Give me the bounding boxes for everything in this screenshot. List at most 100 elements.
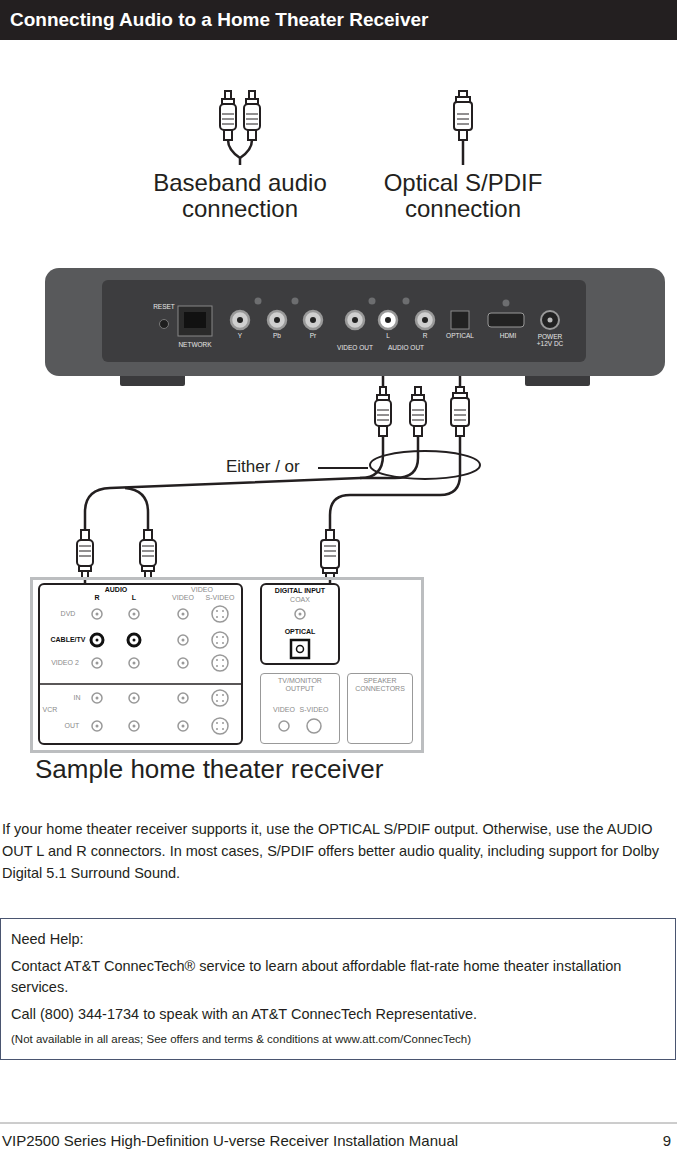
set-top-box [231,311,249,329]
set-top-box [379,311,397,329]
shape [222,728,224,730]
shape [410,400,426,426]
port-label: OUT [65,722,80,729]
shape [377,420,389,421]
help-text: Contact AT&T ConnecTech® service to lear… [11,956,665,997]
receiver-caption: Sample home theater receiver [35,756,383,782]
shape [92,609,102,619]
shape [459,130,467,140]
shape [295,609,305,619]
rca-plug [140,530,156,579]
shape [212,690,228,706]
cable-connector [85,376,383,583]
rca-plug [375,387,391,436]
shape [96,639,99,642]
cable-branches [125,436,418,530]
help-text: (Not available in all areas; See offers … [11,1031,665,1047]
shape [216,610,218,612]
shape [91,634,103,646]
shape [96,697,99,700]
port-label: Pr [310,333,317,340]
shape [454,415,466,416]
shape [178,609,188,619]
port-label: L [386,333,390,340]
shape [133,697,136,700]
top-icon-wires [228,140,240,165]
shape [92,721,102,731]
monitor-output-panel: TV/MONITOR OUTPUTVIDEOS-VIDEO [260,673,340,744]
set-top-box [292,298,299,305]
shape [79,546,91,547]
shape [133,662,136,665]
shape [454,102,472,130]
shape [244,104,260,130]
body-paragraph: If your home theater receiver supports i… [2,818,674,884]
shape [279,721,289,731]
shape [79,551,91,552]
port-label: HDMI [500,333,517,340]
shape [380,387,386,395]
connection-label: Baseband audio connection [130,170,350,222]
set-top-box [45,268,665,386]
port-label: OPTICAL [285,628,316,635]
shape [454,410,466,411]
shape [222,610,224,612]
set-top-box [237,317,243,323]
shape [379,426,387,436]
optical-plug [454,91,472,140]
shape [140,540,156,566]
shape [457,119,469,120]
shape [222,642,224,644]
shape [249,91,255,99]
port-label: IN [74,694,81,701]
shape [377,410,389,411]
set-top-box-panel: RESETNETWORKYPbPrVIDEO OUTLRAUDIO OUTOPT… [45,268,665,376]
rca-plug [220,91,236,140]
rca-plug [77,530,93,579]
shape [129,658,139,668]
shape [182,639,185,642]
set-top-box [45,268,665,376]
set-top-box [346,311,364,329]
shape [128,634,140,646]
shape [222,124,234,125]
leader-line [318,467,368,469]
set-top-box [310,317,316,323]
shape [178,721,188,731]
shape [216,636,218,638]
shape [79,556,91,557]
shape [133,639,136,642]
set-top-box [274,317,280,323]
shape [222,700,224,702]
port-label: S-VIDEO [300,706,329,713]
shape [246,119,258,120]
port-label: VIDEO 2 [51,659,79,666]
shape [216,659,218,661]
shape [182,725,185,728]
shape [326,530,334,540]
shape [133,613,136,616]
set-top-box [160,320,169,329]
shape [324,556,336,557]
speaker-panel: SPEAKER CONNECTORS [347,673,413,744]
shape [377,415,389,416]
set-top-box [304,311,322,329]
title-bar [0,0,677,40]
audio-video-panel: AUDIORLVIDEOVIDEOS-VIDEODVDCABLE/TVVIDEO… [38,583,243,745]
top-icon-wires [462,140,465,165]
shape [142,556,154,557]
port-label: CABLE/TV [51,636,86,643]
shape [216,728,218,730]
shape [212,632,228,648]
either-or-label: Either / or [226,457,300,477]
shape [77,540,93,566]
shape [297,646,304,653]
top-icon-wires [240,140,252,158]
shape [307,719,321,733]
set-top-box [451,311,469,329]
shape [299,613,302,616]
port-label: COAX [290,596,310,603]
help-box: Need Help:Contact AT&T ConnecTech® servi… [0,918,676,1060]
receiver-housing: Sample home theater receiverAUDIORLVIDEO… [30,577,424,753]
